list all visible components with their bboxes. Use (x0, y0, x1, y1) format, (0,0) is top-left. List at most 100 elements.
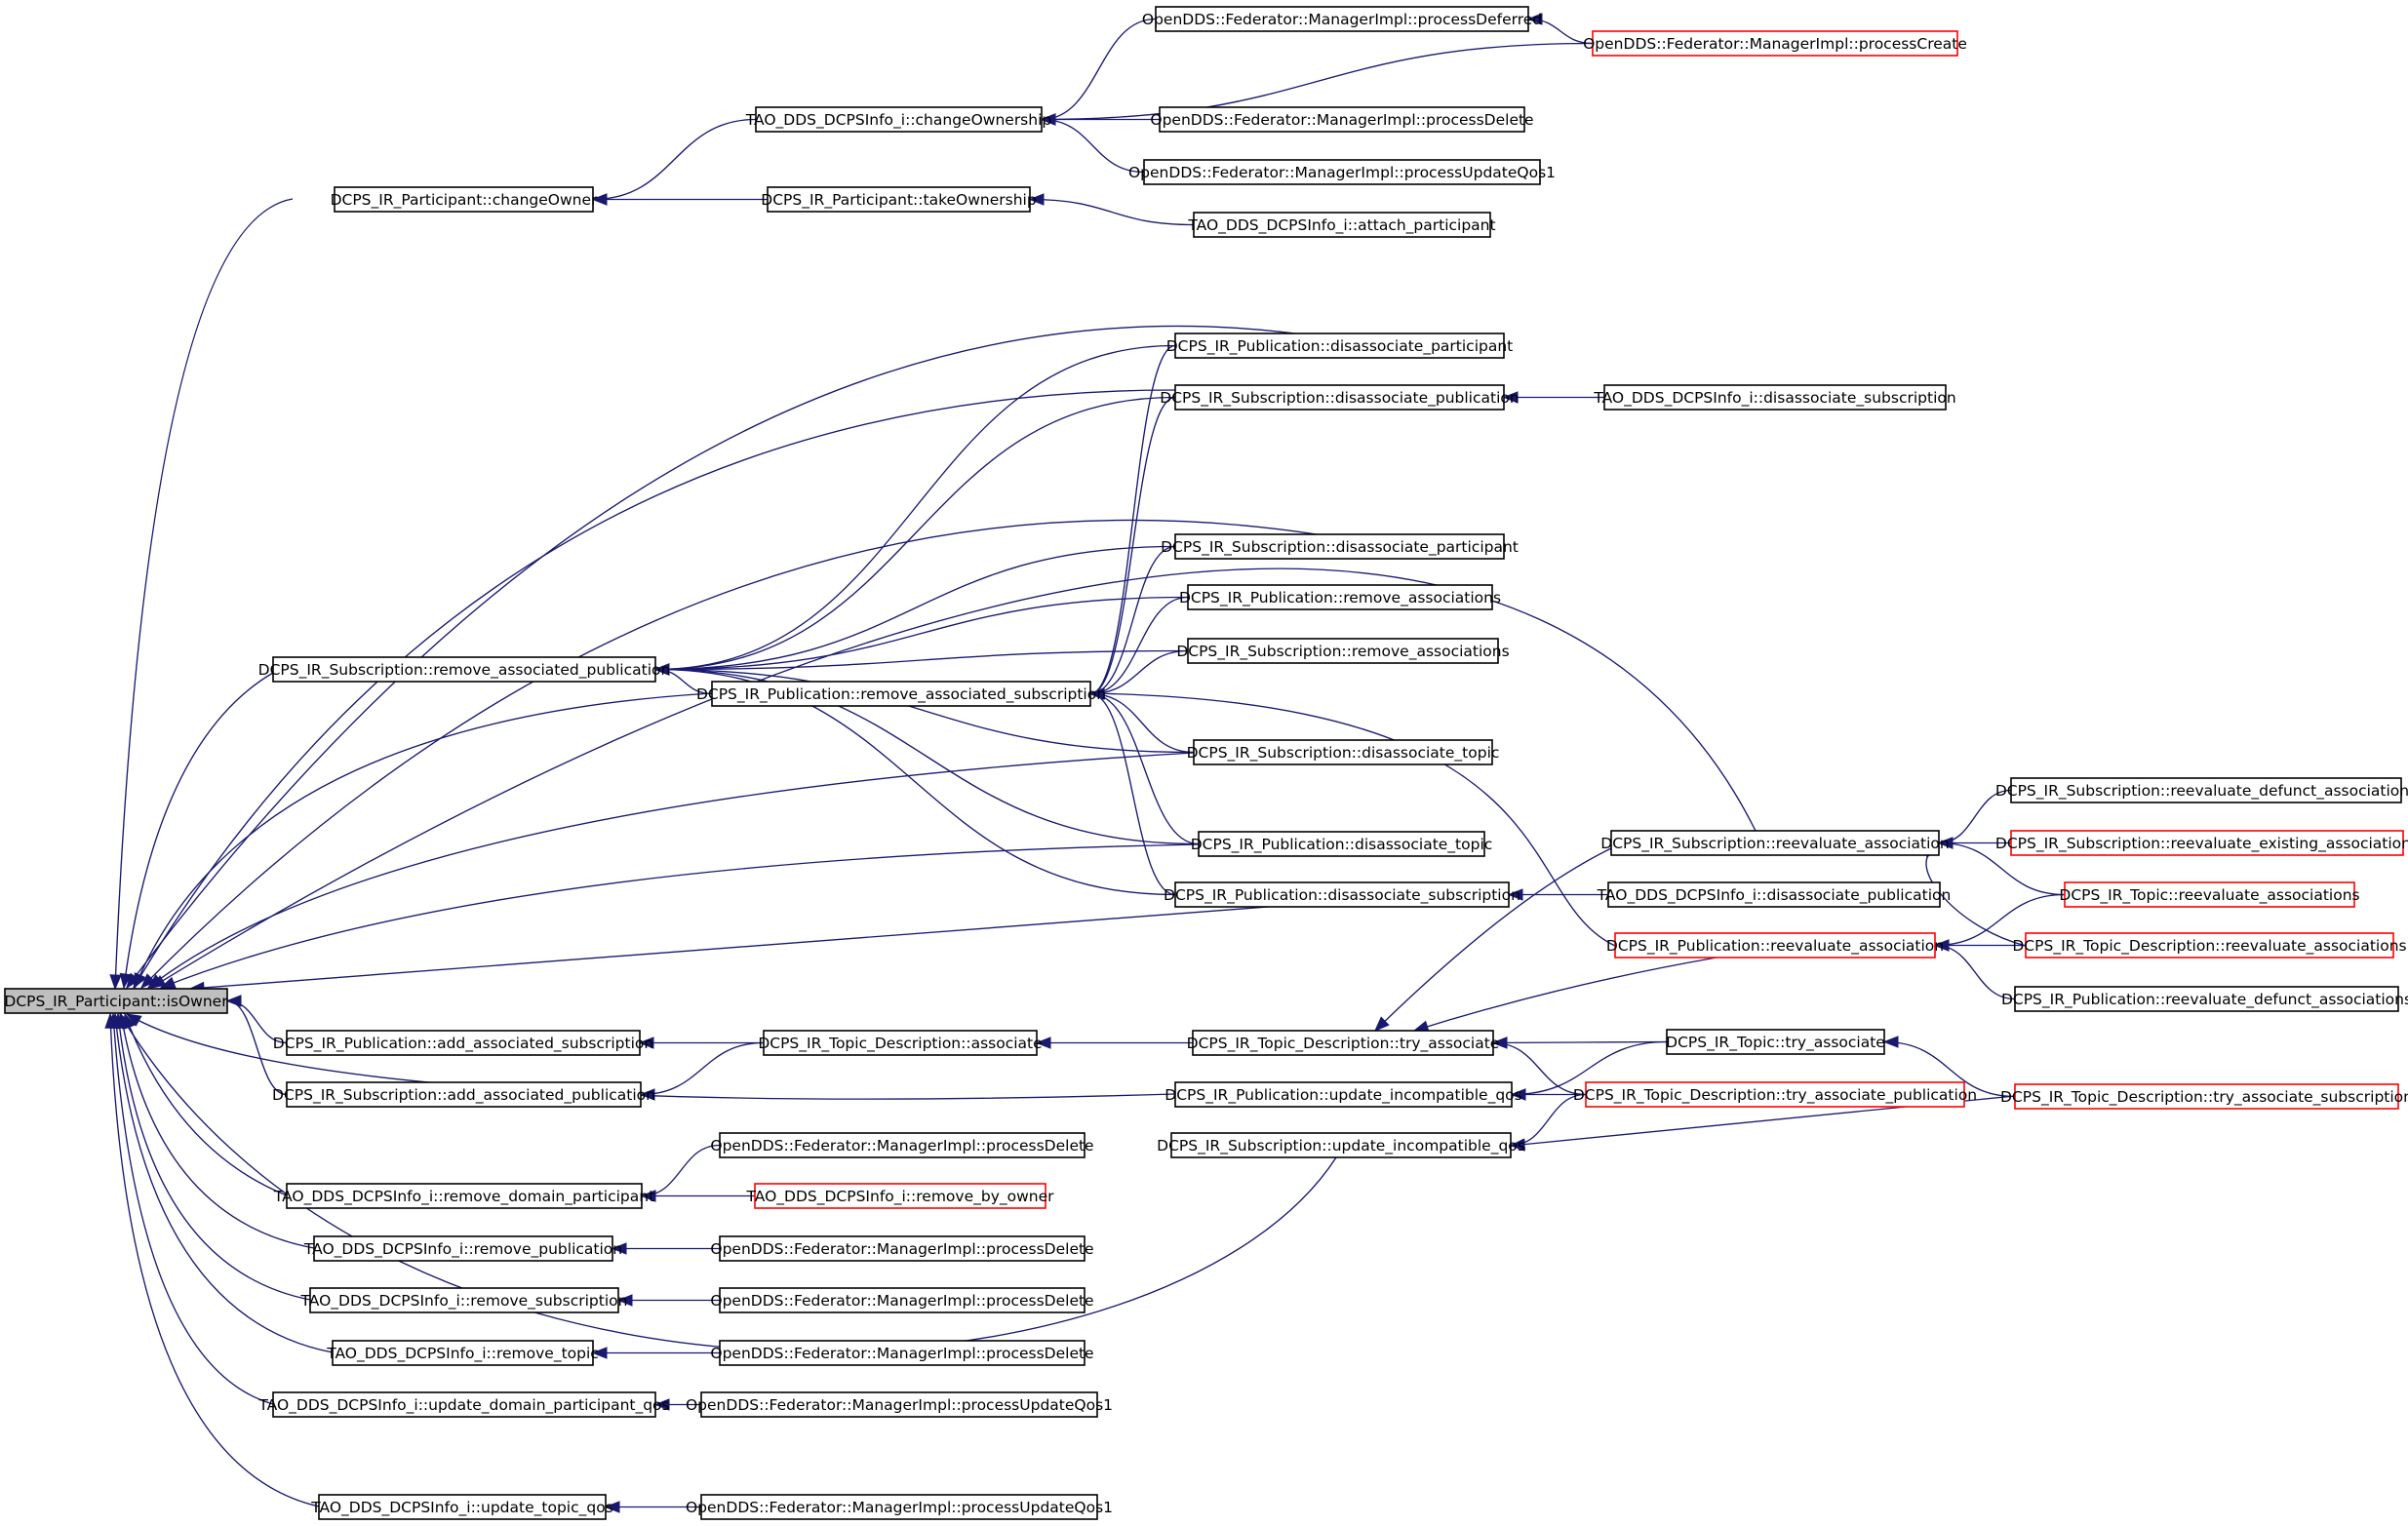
node-td-try-assoc-pub[interactable]: DCPS_IR_Topic_Description::try_associate… (1573, 1081, 1977, 1108)
node-box (1193, 212, 1491, 238)
node-attach-part[interactable]: TAO_DDS_DCPSInfo_i::attach_participant (1187, 212, 1496, 238)
edge-sub-dis-part-to-is-owner (140, 519, 1318, 989)
node-box (700, 1391, 1098, 1418)
node-pub-rem-assoc-sub[interactable]: DCPS_IR_Publication::remove_associated_s… (696, 681, 1106, 707)
node-topic-desc-try-assoc[interactable]: DCPS_IR_Topic_Description::try_associate (1187, 1030, 1500, 1056)
node-tao-upd-topic-qos[interactable]: TAO_DDS_DCPSInfo_i::update_topic_qos (310, 1494, 613, 1520)
node-pub-add-assoc-sub[interactable]: DCPS_IR_Publication::add_associated_subs… (273, 1030, 653, 1056)
node-pub-rem-assoc[interactable]: DCPS_IR_Publication::remove_associations (1179, 584, 1501, 610)
node-tao-dis-pub[interactable]: TAO_DDS_DCPSInfo_i::disassociate_publica… (1597, 881, 1952, 908)
node-pub-reeval-assoc[interactable]: DCPS_IR_Publication::reevaluate_associat… (1606, 932, 1944, 959)
node-pub-dis-topic[interactable]: DCPS_IR_Publication::disassociate_topic (1191, 831, 1493, 857)
node-topic-desc-reeval[interactable]: DCPS_IR_Topic_Description::reevaluate_as… (2012, 932, 2407, 959)
edge-pub-dis-sub-to-is-owner (188, 906, 1269, 995)
edge-proc-upd-qos1a-to-change-ownership (1040, 113, 1145, 174)
node-box (313, 1235, 613, 1262)
node-box (2025, 932, 2394, 959)
edge-tao-upd-topic-qos-to-is-owner (104, 1012, 320, 1507)
node-proc-deferred[interactable]: OpenDDS::Federator::ManagerImpl::process… (1142, 6, 1542, 32)
node-box (700, 1494, 1098, 1520)
node-pub-dis-sub[interactable]: DCPS_IR_Publication::disassociate_subscr… (1164, 881, 1520, 908)
node-label: DCPS_IR_Publication::disassociate_topic (1191, 836, 1493, 854)
edge-tao-rem-by-owner-to-tao-rem-dom-part (640, 1190, 756, 1202)
edge-pub-dis-topic-to-pub-rem-assoc-sub (1088, 687, 1200, 845)
node-label: DCPS_IR_Subscription::update_incompatibl… (1157, 1137, 1525, 1155)
node-sub-dis-topic[interactable]: DCPS_IR_Subscription::disassociate_topic (1187, 739, 1500, 765)
node-proc-delete3[interactable]: OpenDDS::Federator::ManagerImpl::process… (710, 1235, 1094, 1262)
node-box (4, 988, 228, 1014)
edge-pub-rem-assoc-sub-to-is-owner (134, 692, 713, 990)
node-label: TAO_DDS_DCPSInfo_i::disassociate_subscri… (1593, 389, 1955, 408)
node-topic-desc-associate[interactable]: DCPS_IR_Topic_Description::associate (758, 1030, 1043, 1056)
node-label: TAO_DDS_DCPSInfo_i::remove_publication (303, 1240, 622, 1259)
node-label: OpenDDS::Federator::ManagerImpl::process… (1583, 35, 1967, 53)
node-label: DCPS_IR_Publication::disassociate_subscr… (1164, 886, 1520, 905)
node-label: OpenDDS::Federator::ManagerImpl::process… (686, 1396, 1113, 1414)
node-tao-rem-dom-part[interactable]: TAO_DDS_DCPSInfo_i::remove_domain_partic… (273, 1183, 654, 1209)
node-box (2010, 777, 2402, 803)
node-is-owner[interactable]: DCPS_IR_Participant::isOwner (4, 988, 228, 1014)
node-tao-rem-by-owner[interactable]: TAO_DDS_DCPSInfo_i::remove_by_owner (745, 1183, 1054, 1209)
node-box (332, 1340, 594, 1366)
node-label: TAO_DDS_DCPSInfo_i::update_domain_partic… (257, 1396, 669, 1415)
node-label: DCPS_IR_Topic_Description::try_associate… (1573, 1086, 1977, 1105)
node-sub-reeval-assoc[interactable]: DCPS_IR_Subscription::reevaluate_associa… (1600, 830, 1950, 856)
node-tao-dis-sub[interactable]: TAO_DDS_DCPSInfo_i::disassociate_subscri… (1593, 384, 1956, 411)
edge-tao-dis-sub-to-sub-dis-pub (1502, 391, 1604, 404)
node-tao-rem-topic[interactable]: TAO_DDS_DCPSInfo_i::remove_topic (326, 1340, 599, 1366)
edge-topic-reeval-to-sub-reeval-assoc (1937, 837, 2066, 896)
node-sub-reeval-defunct[interactable]: DCPS_IR_Subscription::reevaluate_defunct… (1995, 777, 2408, 803)
node-proc-delete4[interactable]: OpenDDS::Federator::ManagerImpl::process… (710, 1287, 1094, 1313)
node-box (1174, 1081, 1513, 1108)
node-box (272, 1391, 656, 1418)
node-box (1614, 932, 1936, 959)
edge-tao-dis-pub-to-pub-dis-sub (1507, 888, 1608, 901)
edge-sub-dis-pub-to-sub-rem-assoc-pub (653, 396, 1176, 676)
node-label: DCPS_IR_Topic_Description::reevaluate_as… (2012, 937, 2406, 956)
edge-sub-add-assoc-pub-to-is-owner (225, 995, 288, 1096)
node-box (1174, 333, 1505, 359)
node-change-ownership[interactable]: TAO_DDS_DCPSInfo_i::changeOwnership (745, 106, 1051, 133)
node-tao-rem-pub[interactable]: TAO_DDS_DCPSInfo_i::remove_publication (303, 1235, 622, 1262)
node-td-try-assoc-sub[interactable]: DCPS_IR_Topic_Description::try_associate… (2000, 1083, 2408, 1110)
node-proc-upd-qos1c[interactable]: OpenDDS::Federator::ManagerImpl::process… (686, 1494, 1113, 1520)
node-box (1607, 881, 1941, 908)
edge-tao-upd-dom-part-qos-to-is-owner (107, 1012, 274, 1405)
node-pub-reeval-defunct[interactable]: DCPS_IR_Publication::reevaluate_defunct_… (2001, 986, 2408, 1012)
node-topic-try-assoc[interactable]: DCPS_IR_Topic::try_associate (1666, 1029, 1885, 1055)
node-change-owner[interactable]: DCPS_IR_Participant::changeOwner (331, 186, 598, 213)
node-proc-upd-qos1b[interactable]: OpenDDS::Federator::ManagerImpl::process… (686, 1391, 1113, 1418)
node-pub-upd-incompat[interactable]: DCPS_IR_Publication::update_incompatible… (1165, 1081, 1522, 1108)
node-proc-create[interactable]: OpenDDS::Federator::ManagerImpl::process… (1583, 30, 1967, 57)
node-tao-rem-sub[interactable]: TAO_DDS_DCPSInfo_i::remove_subscription (300, 1287, 628, 1313)
node-label: TAO_DDS_DCPSInfo_i::remove_subscription (300, 1292, 628, 1311)
node-take-ownership[interactable]: DCPS_IR_Participant::takeOwnership (761, 186, 1037, 213)
node-tao-upd-dom-part-qos[interactable]: TAO_DDS_DCPSInfo_i::update_domain_partic… (257, 1391, 670, 1418)
node-proc-upd-qos1a[interactable]: OpenDDS::Federator::ManagerImpl::process… (1128, 159, 1556, 185)
node-label: DCPS_IR_Subscription::reevaluate_defunct… (1995, 782, 2408, 801)
node-label: DCPS_IR_Subscription::remove_association… (1176, 643, 1509, 661)
node-sub-upd-incompat[interactable]: DCPS_IR_Subscription::update_incompatibl… (1157, 1132, 1525, 1158)
node-sub-add-assoc-pub[interactable]: DCPS_IR_Subscription::add_associated_pub… (272, 1081, 655, 1108)
node-topic-reeval[interactable]: DCPS_IR_Topic::reevaluate_associations (2059, 881, 2360, 908)
node-sub-dis-pub[interactable]: DCPS_IR_Subscription::disassociate_publi… (1160, 384, 1520, 411)
node-pub-dis-part[interactable]: DCPS_IR_Publication::disassociate_partic… (1166, 333, 1514, 359)
edge-topic-desc-try-assoc-to-topic-desc-associate (1035, 1037, 1194, 1049)
node-sub-rem-assoc-pub[interactable]: DCPS_IR_Subscription::remove_associated_… (258, 656, 671, 683)
edge-sub-rem-assoc-pub-to-is-owner (119, 672, 274, 990)
node-proc-delete2[interactable]: OpenDDS::Federator::ManagerImpl::process… (710, 1132, 1094, 1158)
node-sub-rem-assoc[interactable]: DCPS_IR_Subscription::remove_association… (1176, 638, 1510, 664)
node-label: DCPS_IR_Subscription::remove_associated_… (258, 661, 671, 680)
edge-pub-rem-assoc-to-sub-rem-assoc-pub (653, 596, 1189, 676)
node-proc-delete1[interactable]: OpenDDS::Federator::ManagerImpl::process… (1150, 106, 1534, 133)
node-box (318, 1494, 607, 1520)
node-box (763, 1030, 1038, 1056)
node-label: OpenDDS::Federator::ManagerImpl::process… (1150, 111, 1533, 129)
node-box (719, 1132, 1086, 1158)
edge-attach-part-to-take-ownership (1028, 193, 1195, 226)
node-proc-delete5[interactable]: OpenDDS::Federator::ManagerImpl::process… (710, 1340, 1094, 1366)
node-sub-reeval-existing[interactable]: DCPS_IR_Subscription::reevaluate_existin… (1995, 830, 2408, 856)
node-sub-dis-part[interactable]: DCPS_IR_Subscription::disassociate_parti… (1161, 533, 1519, 560)
node-label: DCPS_IR_Publication::remove_associated_s… (696, 685, 1106, 704)
node-label: OpenDDS::Federator::ManagerImpl::process… (1142, 11, 1542, 28)
